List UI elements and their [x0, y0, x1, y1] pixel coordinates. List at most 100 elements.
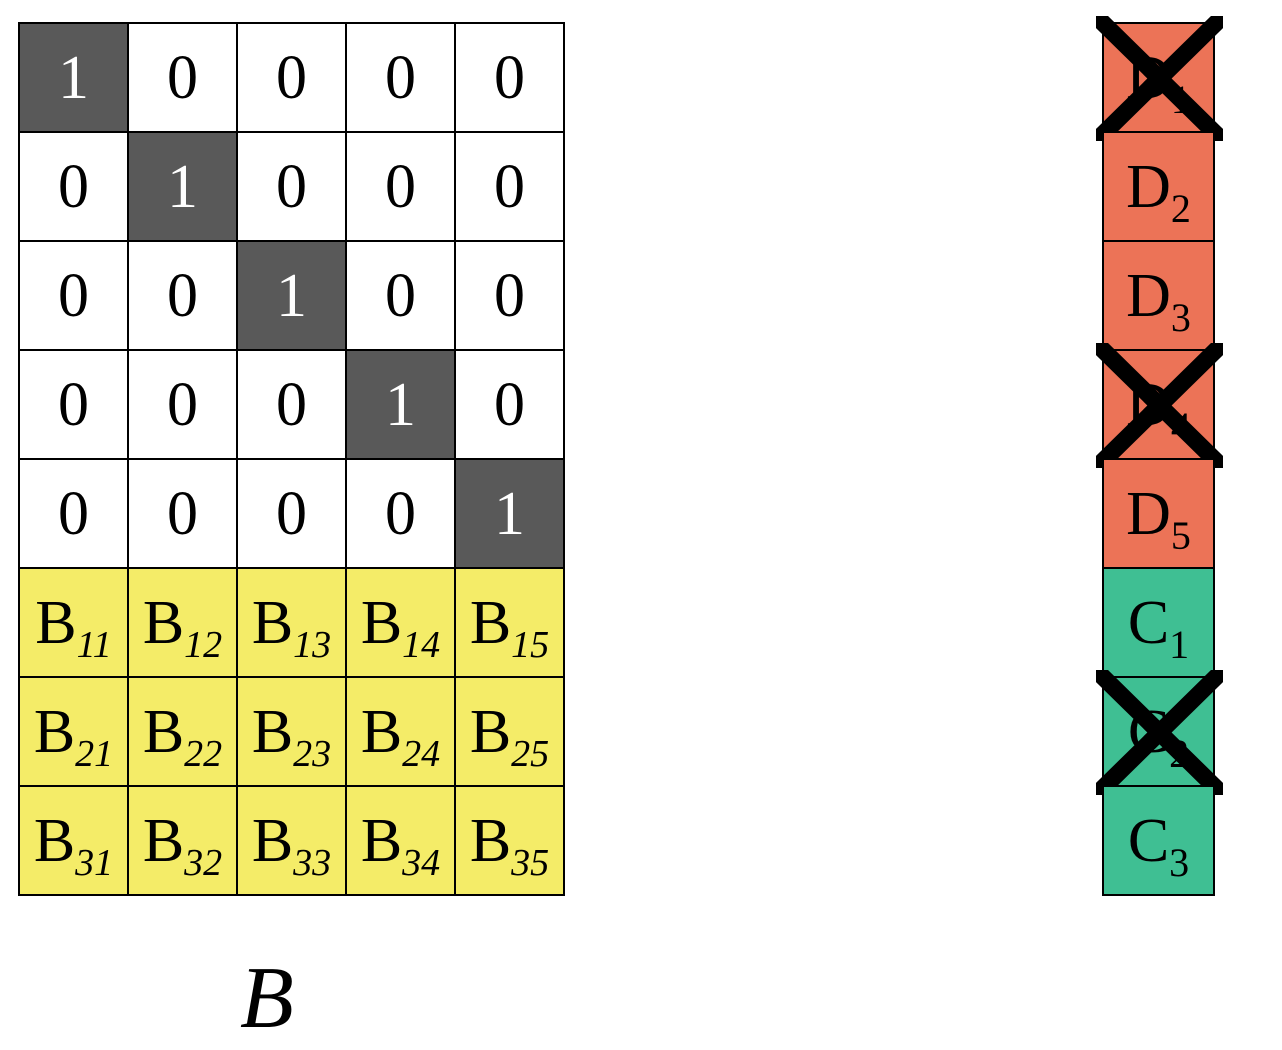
- cell-value: 0: [167, 43, 198, 112]
- cell-value: 0: [494, 261, 525, 330]
- cell-value: 0: [385, 261, 416, 330]
- vector-cell-letter: C: [1127, 806, 1170, 875]
- cell-subscript: 21: [75, 732, 114, 775]
- matrix-cell: 0: [20, 351, 129, 460]
- cell-value: 0: [494, 43, 525, 112]
- vector-cell-subscript: 2: [1169, 730, 1190, 776]
- vector-cell-subscript: 1: [1170, 76, 1191, 122]
- matrix-cell: 0: [20, 242, 129, 351]
- matrix-cell: 0: [20, 133, 129, 242]
- matrix-cell: 0: [456, 133, 565, 242]
- cell-value: 1: [58, 43, 89, 112]
- matrix-cell: 0: [238, 460, 347, 569]
- matrix-cell: 0: [456, 242, 565, 351]
- cell-value: 0: [167, 261, 198, 330]
- cell-value: 0: [385, 479, 416, 548]
- cell-value: 0: [58, 261, 89, 330]
- matrix-cell: 0: [20, 460, 129, 569]
- cell-value: B: [360, 697, 403, 766]
- matrix-cell: 0: [347, 242, 456, 351]
- cell-value: 1: [385, 370, 416, 439]
- vector-cell-letter: D: [1126, 370, 1171, 439]
- matrix-cell: 1: [129, 133, 238, 242]
- cell-subscript: 11: [76, 623, 112, 666]
- matrix-cell: 0: [238, 351, 347, 460]
- cell-value: B: [142, 806, 185, 875]
- cell-value: 1: [494, 479, 525, 548]
- matrix-cell: 1: [456, 460, 565, 569]
- cell-value: 0: [58, 479, 89, 548]
- vector-cell-letter: C: [1127, 588, 1170, 657]
- vector-cell-letter: D: [1126, 43, 1171, 112]
- cell-value: 0: [494, 152, 525, 221]
- cell-value: 0: [167, 370, 198, 439]
- matrix-cell: 0: [347, 460, 456, 569]
- vector-cell-subscript: 3: [1169, 839, 1190, 885]
- cell-value: B: [142, 588, 185, 657]
- cell-subscript: 15: [511, 623, 550, 666]
- cell-value: 0: [276, 479, 307, 548]
- cell-value: B: [360, 588, 403, 657]
- cell-value: B: [469, 806, 512, 875]
- cell-value: B: [33, 806, 76, 875]
- cell-value: 0: [276, 152, 307, 221]
- cell-value: 1: [276, 261, 307, 330]
- vector-cell-subscript: 3: [1170, 294, 1191, 340]
- cell-subscript: 12: [184, 623, 223, 666]
- cell-value: B: [35, 588, 77, 657]
- cell-subscript: 33: [293, 841, 332, 884]
- matrix-cell: 1: [20, 24, 129, 133]
- cell-value: B: [360, 806, 403, 875]
- cell-value: B: [469, 588, 512, 657]
- matrix-cell: 0: [347, 133, 456, 242]
- cell-subscript: 32: [184, 841, 223, 884]
- cell-value: 0: [276, 370, 307, 439]
- cell-value: B: [251, 588, 294, 657]
- cell-subscript: 22: [184, 732, 223, 775]
- matrix-cell: 0: [238, 24, 347, 133]
- cell-value: 0: [494, 370, 525, 439]
- vector-cell-letter: D: [1126, 261, 1171, 330]
- cell-subscript: 25: [511, 732, 550, 775]
- matrix-cell: 1: [347, 351, 456, 460]
- cell-subscript: 31: [75, 841, 114, 884]
- cell-value: 0: [58, 370, 89, 439]
- cell-subscript: 14: [402, 623, 441, 666]
- matrix-cell: 0: [456, 24, 565, 133]
- vector-cell-letter: D: [1126, 479, 1171, 548]
- cell-value: B: [469, 697, 512, 766]
- matrix-cell: 0: [238, 133, 347, 242]
- matrix-cell: 1: [238, 242, 347, 351]
- vector-cell-subscript: 4: [1170, 403, 1191, 449]
- cell-subscript: 24: [402, 732, 441, 775]
- cell-subscript: 23: [293, 732, 332, 775]
- vector-cell-subscript: 2: [1170, 185, 1191, 231]
- cell-value: 1: [167, 152, 198, 221]
- cell-value: 0: [58, 152, 89, 221]
- vector-cell-letter: D: [1126, 152, 1171, 221]
- cell-value: B: [33, 697, 76, 766]
- cell-subscript: 13: [293, 623, 332, 666]
- cell-value: B: [142, 697, 185, 766]
